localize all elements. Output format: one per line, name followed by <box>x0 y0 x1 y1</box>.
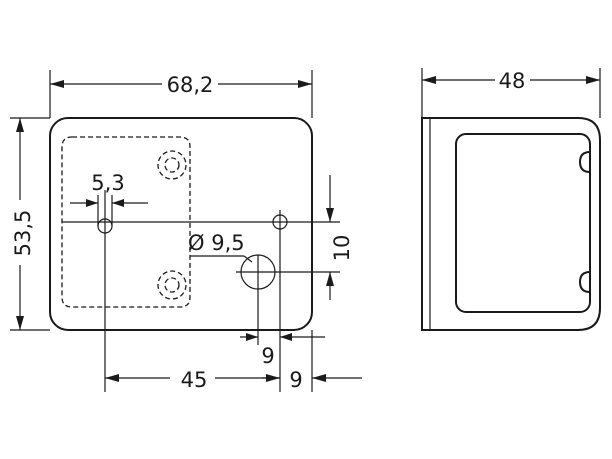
side-view <box>421 117 601 331</box>
front-view <box>49 117 340 392</box>
dim-small-spacing: 5,3 <box>70 171 148 226</box>
dim-bottom-offset-label: 9 <box>289 368 302 392</box>
dim-bottom-length-label: 45 <box>181 368 208 392</box>
dim-width-side-label: 48 <box>499 69 526 93</box>
dim-bottom-length: 45 <box>105 368 280 392</box>
lower-stud-inner <box>164 277 180 293</box>
dim-vertical-offset-label: 10 <box>330 235 354 262</box>
dim-height-front: 53,5 <box>10 117 50 331</box>
dim-vertical-offset: 10 <box>326 175 354 300</box>
side-view-outline <box>421 117 601 331</box>
dim-height-front-label: 53,5 <box>11 210 35 257</box>
dim-bottom-offset: 9 <box>262 368 362 392</box>
dim-horizontal-offset-label: 9 <box>261 344 274 368</box>
front-view-hidden-outline <box>61 136 191 308</box>
side-stud-lower <box>578 271 591 293</box>
dim-width-front: 68,2 <box>49 70 313 118</box>
dim-width-front-label: 68,2 <box>167 73 214 97</box>
dim-width-side: 48 <box>421 68 601 118</box>
side-stud-upper <box>578 151 591 173</box>
upper-stud-outline <box>157 150 187 180</box>
dim-hole-diameter: Ø 9,5 <box>188 231 253 263</box>
upper-stud-inner <box>164 157 180 173</box>
front-view-outline <box>49 117 313 331</box>
dim-small-spacing-label: 5,3 <box>91 171 124 195</box>
lower-stud-outline <box>157 270 187 300</box>
dim-hole-diameter-label: Ø 9,5 <box>188 231 245 255</box>
dim-horizontal-offset: 9 <box>240 333 325 368</box>
side-view-lens <box>455 133 591 313</box>
